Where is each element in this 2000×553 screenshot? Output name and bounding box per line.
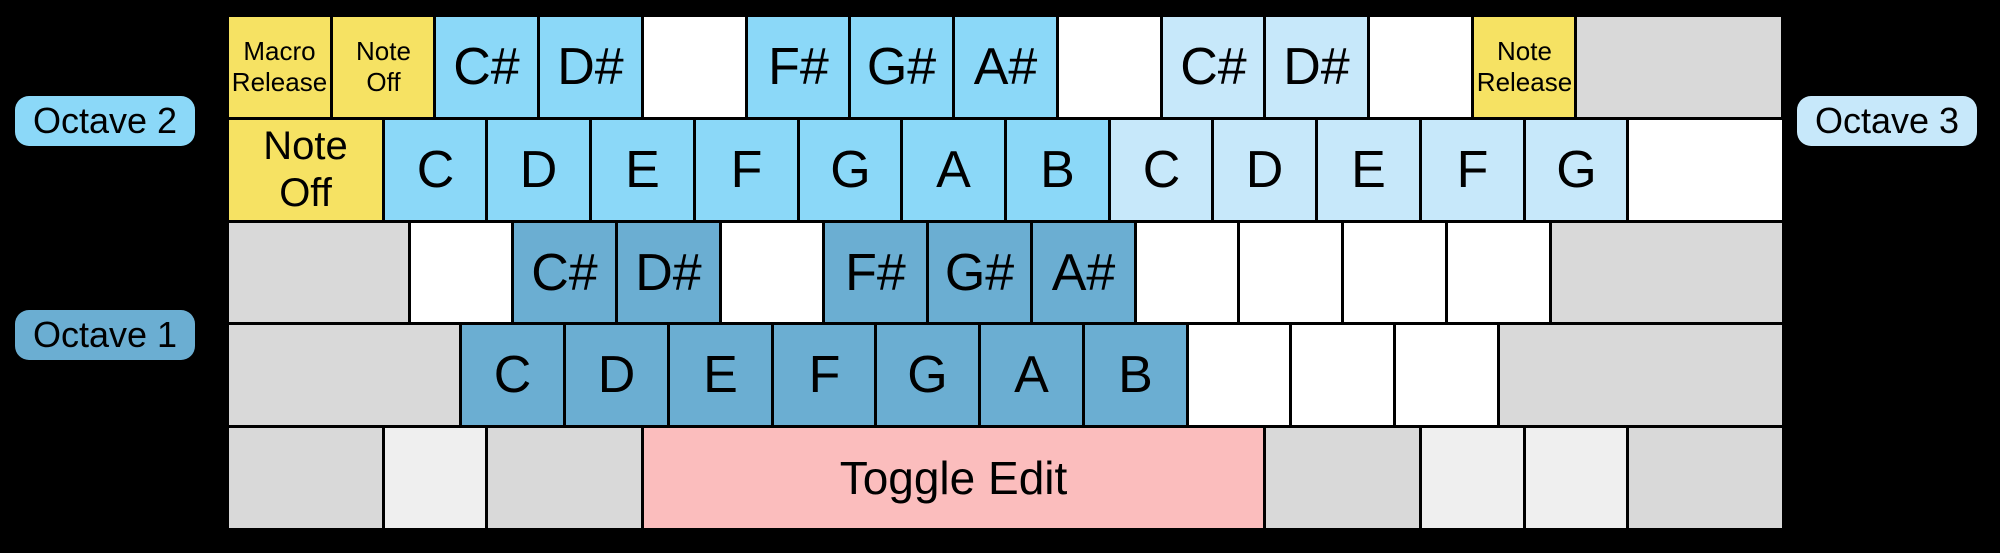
key-unassigned [1445, 220, 1552, 326]
octave-2-label: Octave 2 [15, 96, 196, 146]
key-unassigned [719, 220, 826, 326]
key-oct2-d-sharp: D# [537, 14, 644, 120]
key-oct1-d-sharp: D# [615, 220, 722, 326]
key-oct2-a: A [900, 117, 1007, 223]
key-inactive [1497, 322, 1785, 428]
key-label-line: Off [366, 67, 401, 97]
key-label-line: Release [1476, 67, 1573, 97]
key-oct3-c: C [1108, 117, 1215, 223]
key-inactive [226, 322, 462, 428]
key-oct3-d-sharp: D# [1263, 14, 1370, 120]
key-unassigned [641, 14, 748, 120]
key-oct1-g: G [874, 322, 981, 428]
key-oct1-d: D [563, 322, 670, 428]
key-unassigned [408, 220, 515, 326]
key-oct2-f: F [693, 117, 800, 223]
key-unassigned [1056, 14, 1163, 120]
key-oct3-d: D [1211, 117, 1318, 223]
key-label-line: Off [279, 171, 332, 215]
key-oct1-a-sharp: A# [1030, 220, 1137, 326]
key-oct2-b: B [1004, 117, 1111, 223]
key-oct3-e: E [1315, 117, 1422, 223]
key-oct3-f: F [1419, 117, 1526, 223]
key-oct1-c-sharp: C# [511, 220, 618, 326]
key-unassigned [1341, 220, 1448, 326]
key-label-line: Note [356, 36, 411, 66]
key-oct2-g-sharp: G# [848, 14, 955, 120]
key-oct3-g: G [1523, 117, 1630, 223]
key-unassigned [1367, 14, 1474, 120]
key-inactive [1523, 425, 1630, 531]
key-oct3-c-sharp: C# [1160, 14, 1267, 120]
key-inactive [1574, 14, 1784, 120]
key-oct1-f: F [771, 322, 878, 428]
key-unassigned [1237, 220, 1344, 326]
key-oct1-e: E [667, 322, 774, 428]
octave-3-label: Octave 3 [1797, 96, 1978, 146]
key-oct1-g-sharp: G# [926, 220, 1033, 326]
key-oct2-e: E [589, 117, 696, 223]
key-oct1-a: A [978, 322, 1085, 428]
key-unassigned [1393, 322, 1500, 428]
octave-1-label: Octave 1 [15, 310, 196, 360]
key-label-line: Macro [243, 36, 316, 66]
key-label-line: Release [231, 67, 328, 97]
key-label-line: Note [1497, 36, 1552, 66]
key-oct2-f-sharp: F# [745, 14, 852, 120]
key-inactive [382, 425, 489, 531]
key-inactive [1549, 220, 1785, 326]
key-unassigned [1626, 117, 1785, 223]
key-oct2-d: D [485, 117, 592, 223]
key-inactive [1419, 425, 1526, 531]
key-oct2-c: C [382, 117, 489, 223]
key-unassigned [1289, 322, 1396, 428]
key-oct1-c: C [459, 322, 566, 428]
key-inactive [1263, 425, 1422, 531]
key-oct1-f-sharp: F# [822, 220, 929, 326]
key-oct2-a-sharp: A# [952, 14, 1059, 120]
key-label-line: Note [263, 124, 348, 168]
key-inactive [226, 425, 385, 531]
key-inactive [1626, 425, 1785, 531]
key-toggle-edit: Toggle Edit [641, 425, 1266, 531]
key-unassigned [1134, 220, 1241, 326]
key-oct2-c-sharp: C# [433, 14, 540, 120]
key-inactive [485, 425, 644, 531]
key-oct1-b: B [1082, 322, 1189, 428]
key-oct2-g: G [797, 117, 904, 223]
key-unassigned [1186, 322, 1293, 428]
key-inactive [226, 220, 411, 326]
